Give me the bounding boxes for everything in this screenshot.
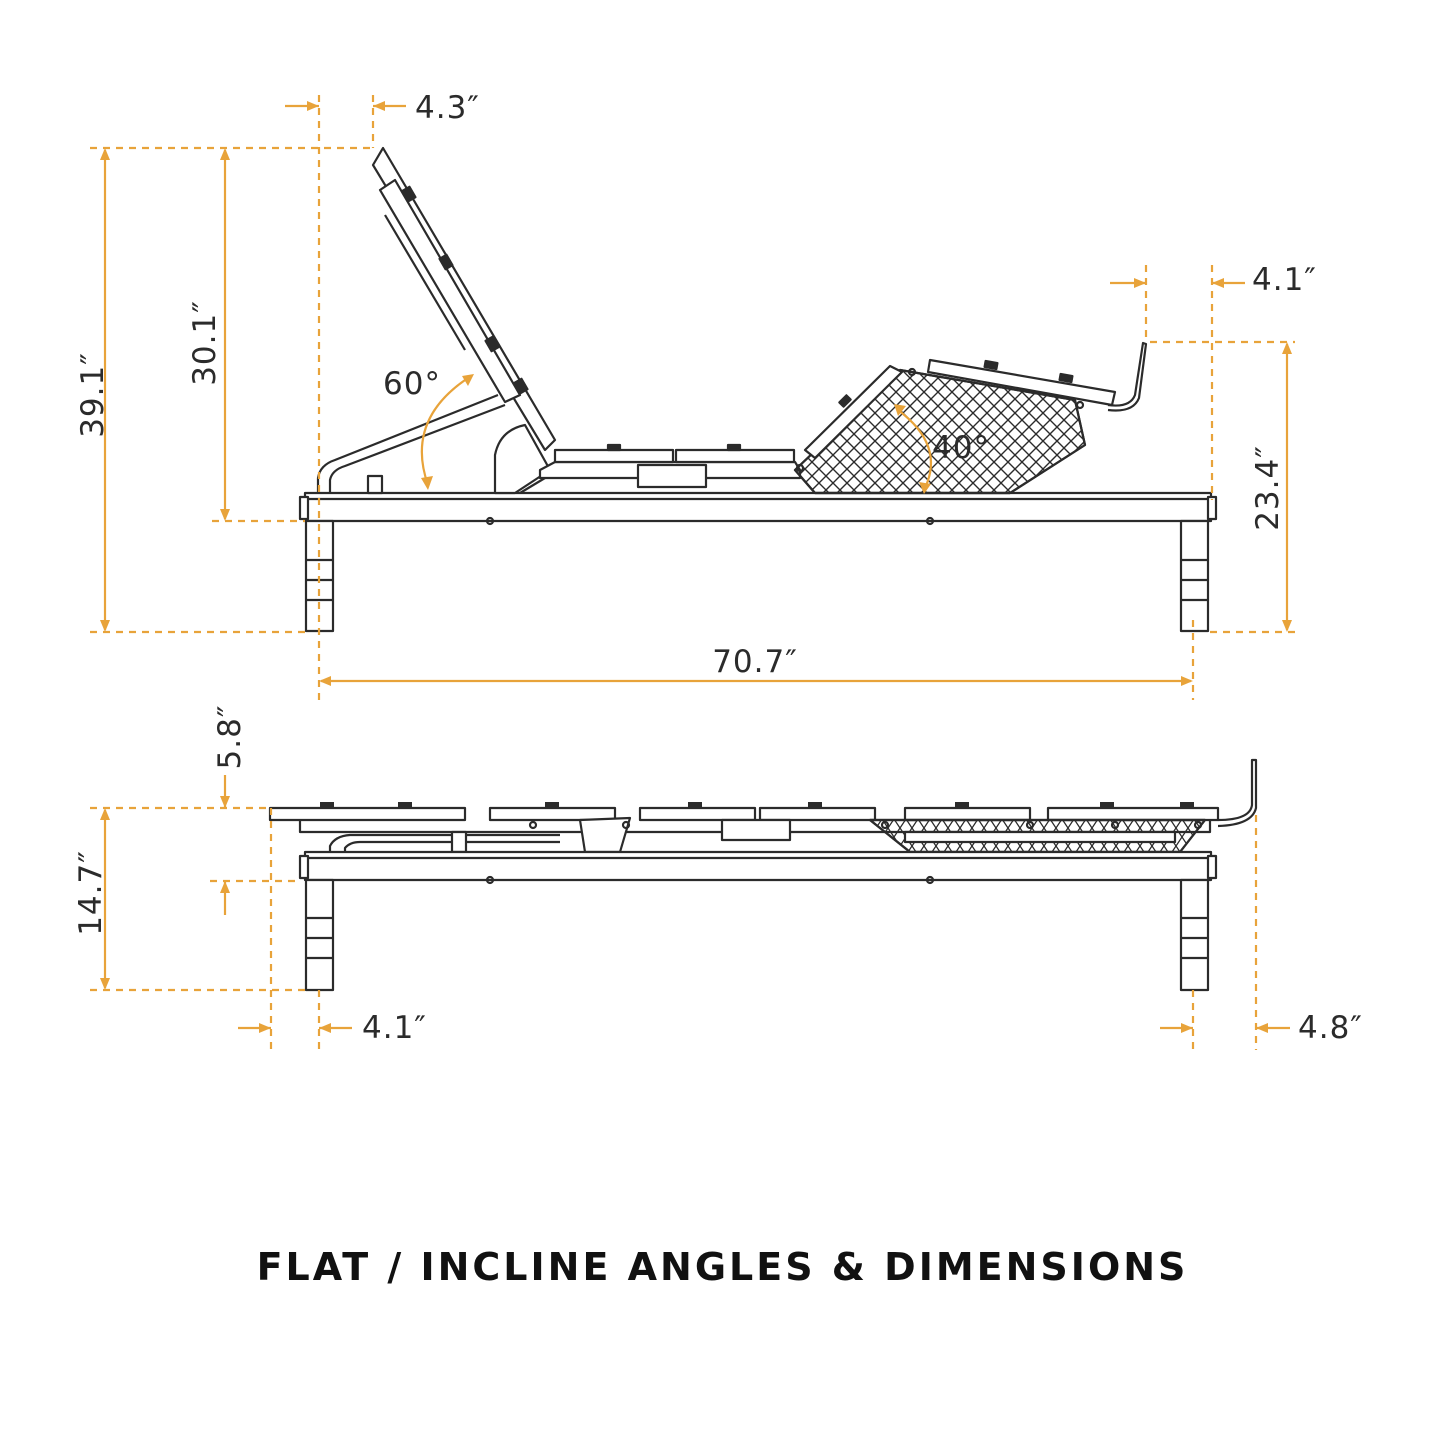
- dim-head-height: [220, 148, 230, 521]
- dim-head-offset: [285, 101, 406, 111]
- label-deck-thickness: 5.8″: [212, 705, 248, 770]
- dim-head-overhang: [238, 1023, 352, 1033]
- dim-deck-thickness: [220, 775, 230, 915]
- foot-section: [793, 341, 1148, 495]
- label-flat-total-height: 14.7″: [73, 850, 109, 936]
- dim-flat-total-height: [100, 808, 110, 990]
- flat-bed-drawing: [268, 758, 1258, 992]
- head-section: [371, 146, 557, 452]
- dim-foot-offset: [1110, 278, 1245, 288]
- foot-leg: [1179, 519, 1210, 633]
- seat-section: [519, 443, 802, 494]
- diagram-caption: FLAT / INCLINE ANGLES & DIMENSIONS: [256, 1245, 1189, 1289]
- dim-head-angle-arc: [420, 374, 474, 490]
- label-frame-length: 70.7″: [712, 644, 798, 680]
- dim-total-height: [100, 148, 110, 632]
- label-head-height: 30.1″: [187, 300, 223, 386]
- label-foot-height: 23.4″: [1250, 445, 1286, 531]
- dim-frame-length: [319, 676, 1193, 686]
- label-foot-angle: 40°: [932, 430, 990, 466]
- label-foot-offset: 4.1″: [1252, 262, 1317, 298]
- label-foot-overhang: 4.8″: [1298, 1010, 1363, 1046]
- label-head-angle: 60°: [383, 366, 441, 402]
- dim-foot-angle-arc: [894, 404, 933, 494]
- dim-foot-overhang: [1160, 1023, 1290, 1033]
- dim-foot-height: [1282, 342, 1292, 632]
- dimension-lines: [90, 95, 1295, 1050]
- label-head-offset: 4.3″: [415, 90, 480, 126]
- label-head-overhang: 4.1″: [362, 1010, 427, 1046]
- label-total-height: 39.1″: [75, 352, 111, 438]
